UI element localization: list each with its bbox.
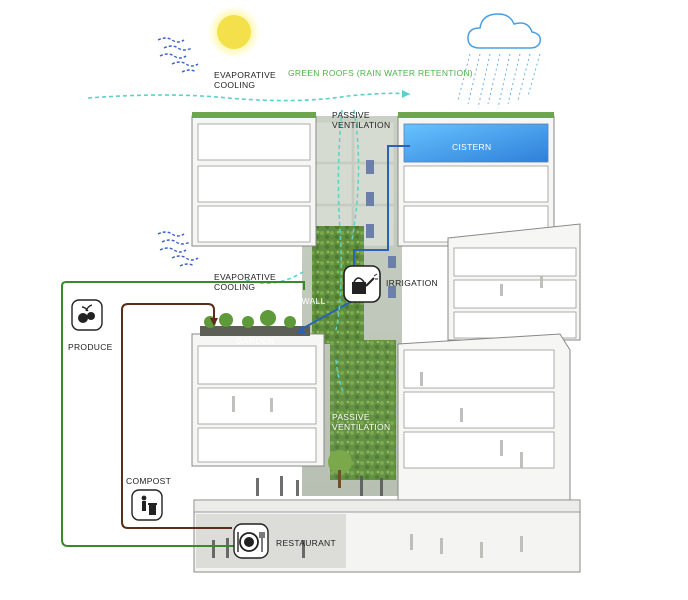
left-lower-block xyxy=(191,333,325,467)
watering-can-icon xyxy=(343,265,381,303)
ventilation-arrow xyxy=(351,109,360,241)
label-evaporative-cooling-mid: EVAPORATIVE COOLING xyxy=(214,272,277,292)
label-passive-ventilation-top: PASSIVE VENTILATION xyxy=(332,110,391,130)
label-evaporative-cooling-top: EVAPORATIVE COOLING xyxy=(214,70,277,90)
label-garden: GARDEN xyxy=(236,336,275,346)
label-passive-ventilation-bottom: PASSIVE VENTILATION xyxy=(332,412,391,432)
label-restaurant: RESTAURANT xyxy=(276,538,336,548)
label-green-roofs: GREEN ROOFS (RAIN WATER RETENTION) xyxy=(288,68,473,78)
rain-cloud-icon xyxy=(457,13,542,109)
label-grow-wall: GROW-WALL xyxy=(270,296,326,306)
right-lower-block xyxy=(397,333,571,501)
label-compost: COMPOST xyxy=(126,476,172,486)
label-cistern: CISTERN xyxy=(452,142,492,152)
irrigation-pipe xyxy=(299,145,410,331)
compost-bin-icon xyxy=(131,489,163,521)
restaurant-plate-icon xyxy=(233,523,269,559)
wind-icon xyxy=(157,231,199,267)
left-tower xyxy=(191,112,317,247)
right-wing xyxy=(447,223,581,341)
produce-icon xyxy=(71,299,103,331)
sun-icon xyxy=(208,6,260,58)
label-produce: PRODUCE xyxy=(68,342,113,352)
right-tower xyxy=(397,112,555,247)
tree xyxy=(328,450,352,488)
airflow-arrow xyxy=(87,92,411,102)
compost-loop xyxy=(121,303,232,529)
ventilation-arrow xyxy=(335,359,345,395)
wind-icon xyxy=(157,37,199,73)
garden-terrace xyxy=(200,326,310,336)
ventilation-arrow xyxy=(335,109,343,331)
produce-loop xyxy=(61,281,305,547)
label-irrigation: IRRIGATION xyxy=(386,278,438,288)
